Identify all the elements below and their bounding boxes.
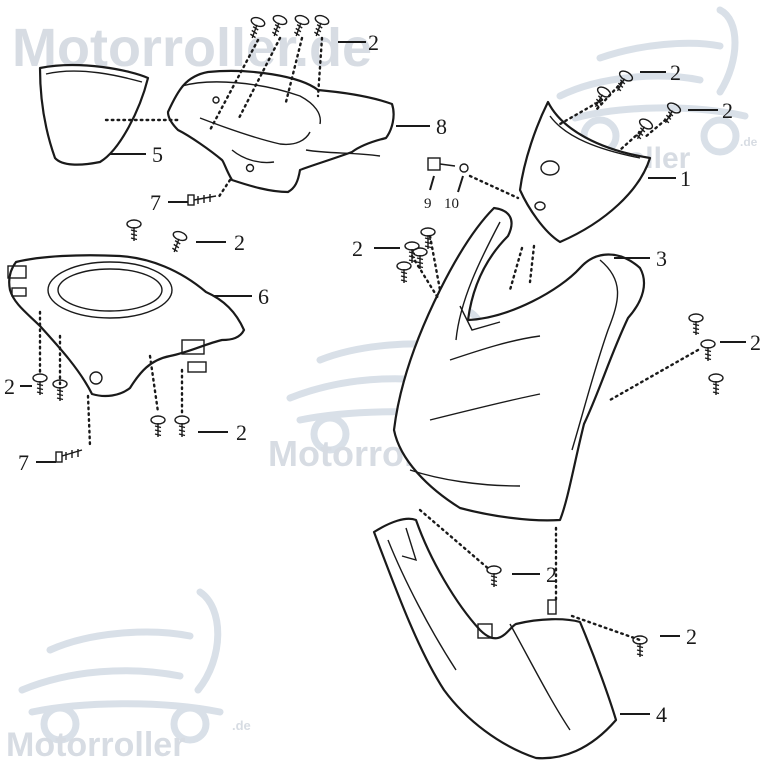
screw-icon xyxy=(172,230,188,253)
screw-icon xyxy=(32,373,48,395)
screw-icon xyxy=(314,14,330,37)
callout-2-skirt-lower: 2 xyxy=(686,624,697,649)
part-3-front-shield xyxy=(392,206,646,522)
screw-icon xyxy=(250,16,266,39)
screw-group xyxy=(32,14,724,657)
assembly-dotted-lines xyxy=(38,36,700,642)
screw-icon xyxy=(635,118,654,140)
callout-7-upper: 7 xyxy=(150,190,161,215)
callout-2-shield-left: 2 xyxy=(352,236,363,261)
part-5-windscreen xyxy=(38,63,150,166)
screw-icon xyxy=(294,14,310,37)
screw-icon xyxy=(420,227,436,249)
screw-icon xyxy=(396,261,412,283)
part-10-washer xyxy=(459,163,469,173)
callout-6: 6 xyxy=(258,284,269,309)
part-4-lower-front-skirt xyxy=(372,517,618,760)
callout-2-skirt-upper: 2 xyxy=(546,562,557,587)
screw-icon xyxy=(412,247,428,269)
callout-2-right-top: 2 xyxy=(670,60,681,85)
part-6-handlebar-front-cover xyxy=(7,254,246,398)
part-7-screw-lower xyxy=(55,449,83,463)
screw-icon xyxy=(52,379,68,401)
screw-icon xyxy=(700,339,716,361)
screw-icon xyxy=(404,241,420,263)
callout-7-lower: 7 xyxy=(18,450,29,475)
callout-2-right-mid: 2 xyxy=(722,98,733,123)
callout-2-top: 2 xyxy=(368,30,379,55)
screw-icon xyxy=(632,635,648,657)
watermark-top-right-suffix: .de xyxy=(740,135,758,149)
callout-4: 4 xyxy=(656,702,667,727)
part-8-handlebar-rear-cover xyxy=(166,69,395,194)
screw-icon xyxy=(688,313,704,335)
part-7-screw-upper xyxy=(187,194,217,206)
watermark-scooter-logo-bottom-left xyxy=(18,588,224,744)
screw-icon xyxy=(486,565,502,587)
callout-5: 5 xyxy=(152,142,163,167)
screw-icon xyxy=(708,373,724,395)
screw-icon xyxy=(174,415,190,437)
callout-9: 9 xyxy=(424,196,432,212)
watermark-bottom-suffix: .de xyxy=(232,718,251,733)
callout-10: 10 xyxy=(444,196,459,212)
callout-2-handlebar-bottom: 2 xyxy=(236,420,247,445)
part-1-upper-front-cover xyxy=(518,100,652,244)
screw-icon xyxy=(272,14,288,37)
callout-leaders xyxy=(20,41,746,715)
callout-2-handlebar-top: 2 xyxy=(234,230,245,255)
watermark-scooter-logo-top-right xyxy=(556,6,749,156)
callout-8: 8 xyxy=(436,114,447,139)
callout-1: 1 xyxy=(680,166,691,191)
screw-icon xyxy=(150,415,166,437)
screw-icon xyxy=(126,219,142,241)
callout-labels: 2 5 8 7 2 2 1 9 10 2 2 3 6 2 2 2 7 2 2 4 xyxy=(4,30,761,727)
watermark-bottom-text: Motorroller xyxy=(6,726,185,764)
callout-2-shield-right: 2 xyxy=(750,330,761,355)
part-9-screw xyxy=(427,157,456,171)
callout-2-handlebar-left: 2 xyxy=(4,374,15,399)
callout-3: 3 xyxy=(656,246,667,271)
